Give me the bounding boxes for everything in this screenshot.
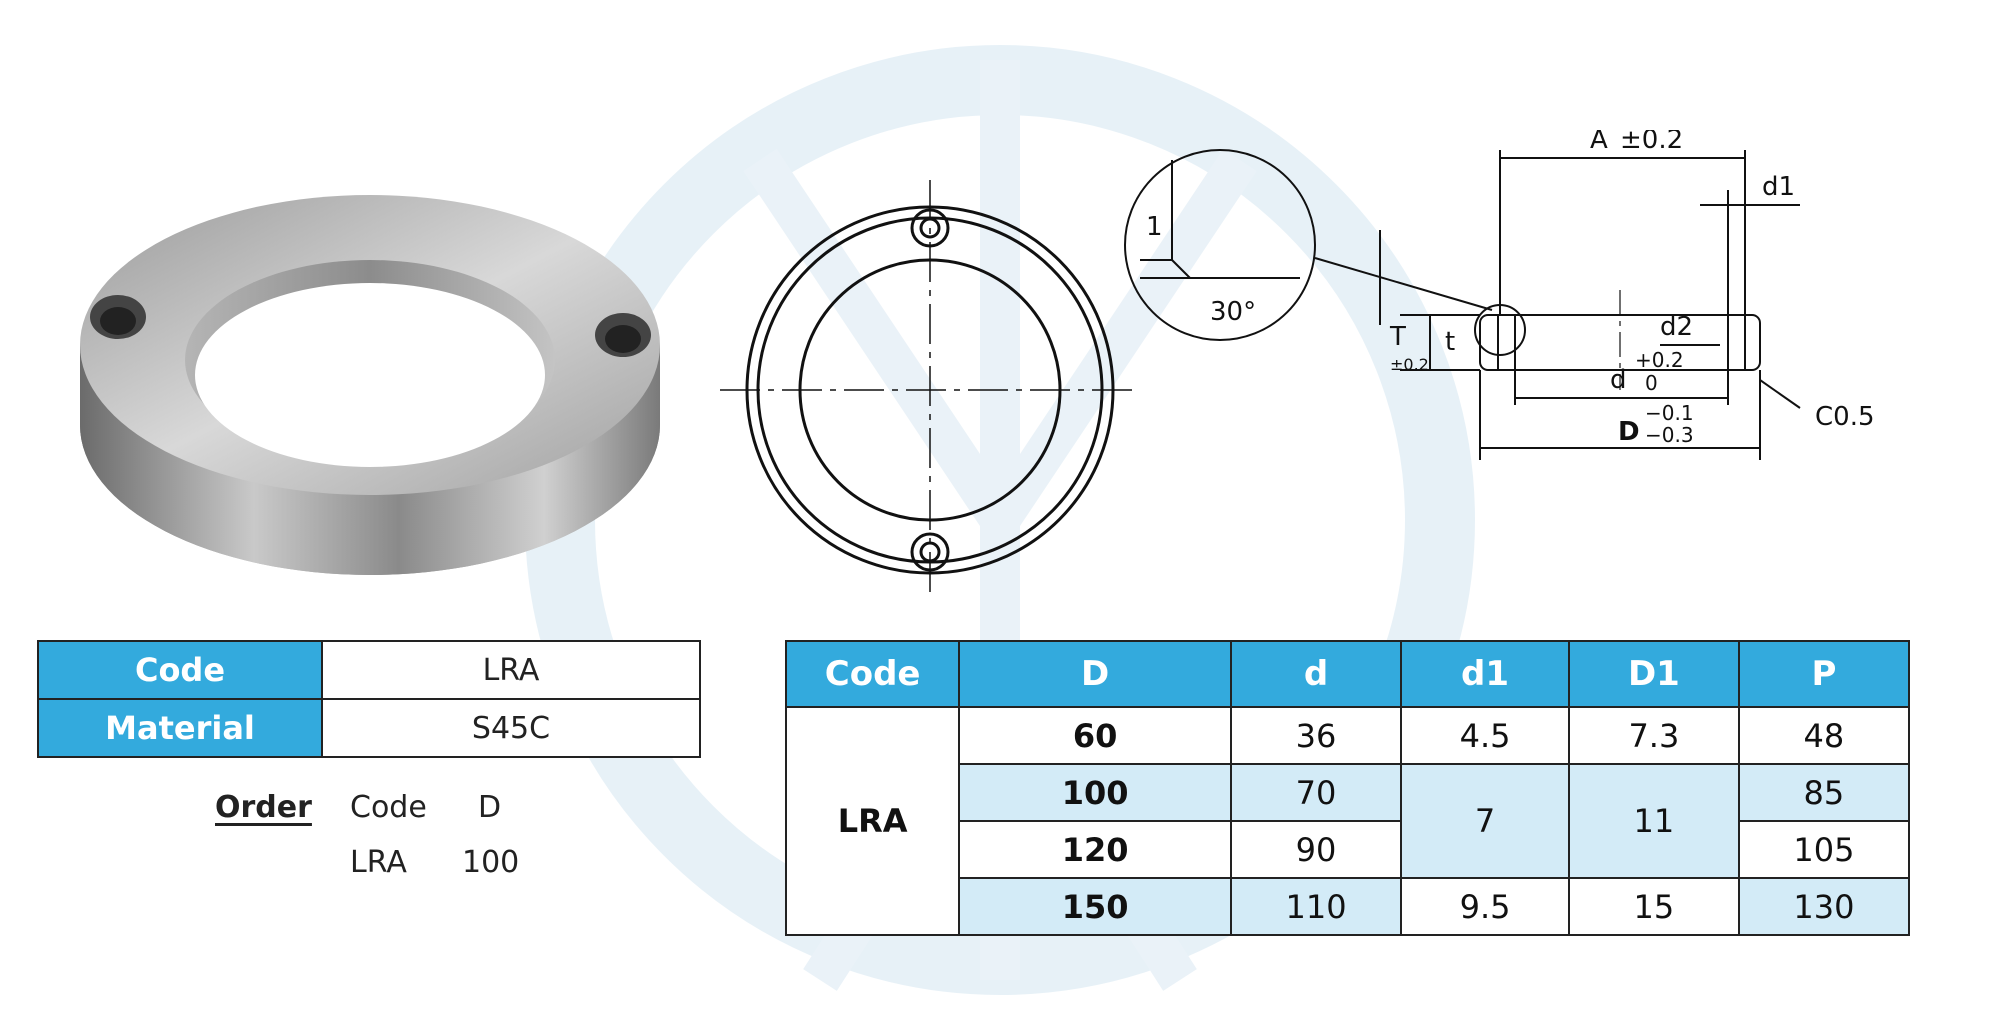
cell-d: 110 <box>1229 877 1403 936</box>
cell-D: 100 <box>958 763 1232 822</box>
dim-d-tol-lower: 0 <box>1645 371 1658 395</box>
th-D1: D1 <box>1567 640 1740 708</box>
order-example-code: LRA <box>350 845 407 880</box>
cell-d: 36 <box>1229 706 1403 765</box>
th-d: d <box>1229 640 1403 708</box>
order-header-code: Code <box>350 790 427 825</box>
dim-D: D <box>1618 417 1640 447</box>
dim-d-tol-upper: +0.2 <box>1635 348 1684 372</box>
cell-P: 130 <box>1737 877 1911 936</box>
th-code: Code <box>784 640 961 708</box>
cell-d1: 4.5 <box>1400 706 1570 765</box>
cell-P: 85 <box>1737 763 1911 822</box>
table-header-row: Code D d d1 D1 P <box>784 640 1911 708</box>
cell-d1: 9.5 <box>1400 877 1570 936</box>
th-D: D <box>958 640 1232 708</box>
dim-T-tol: ±0.2 <box>1390 355 1429 374</box>
detail-1: 1 <box>1146 212 1163 242</box>
cell-D: 60 <box>958 706 1232 765</box>
dimension-table: Code D d d1 D1 P LRA 60 36 4.5 7.3 48 10… <box>784 640 1911 936</box>
spec-material-label: Material <box>37 698 323 758</box>
cell-D1-merged: 11 <box>1567 763 1740 879</box>
section-drawing: A ±0.2 d1 d2 t T ±0.2 d +0.2 0 D −0.1 −0… <box>1124 130 1875 460</box>
cell-P: 105 <box>1737 820 1911 879</box>
dim-d2: d2 <box>1660 312 1693 342</box>
cell-D: 150 <box>958 877 1232 936</box>
dim-d: d <box>1610 365 1627 395</box>
cell-code: LRA <box>784 706 961 936</box>
cell-D1: 15 <box>1567 877 1740 936</box>
cell-d: 70 <box>1229 763 1403 822</box>
cell-D1: 7.3 <box>1567 706 1740 765</box>
spec-code-value: LRA <box>321 640 701 700</box>
cell-P: 48 <box>1737 706 1911 765</box>
cell-D: 120 <box>958 820 1232 879</box>
detail-angle: 30° <box>1210 297 1256 327</box>
cell-d: 90 <box>1229 820 1403 879</box>
dim-D-tol-upper: −0.1 <box>1645 401 1694 425</box>
dim-t: t <box>1445 327 1455 357</box>
dim-A-tol: ±0.2 <box>1620 130 1683 155</box>
spec-material-value: S45C <box>321 698 701 758</box>
th-d1: d1 <box>1400 640 1570 708</box>
spec-row-material: Material S45C <box>37 698 701 758</box>
table-row: LRA 60 36 4.5 7.3 48 <box>784 706 1911 936</box>
spec-table: Code LRA Material S45C <box>37 640 701 758</box>
table-row: 120 90 105 <box>786 820 1911 879</box>
dim-D-tol-lower: −0.3 <box>1645 423 1694 447</box>
table-row: 100 70 7 11 85 <box>786 763 1911 879</box>
dim-d1: d1 <box>1762 172 1795 202</box>
order-label: Order <box>215 790 312 825</box>
order-example-d: 100 <box>462 845 520 880</box>
cell-d1-merged: 7 <box>1400 763 1570 879</box>
product-photo <box>80 195 660 575</box>
front-view-drawing <box>720 180 1140 600</box>
th-P: P <box>1737 640 1911 708</box>
dim-A: A <box>1590 130 1608 155</box>
dim-T: T <box>1389 322 1406 352</box>
spec-row-code: Code LRA <box>37 640 701 700</box>
spec-code-label: Code <box>37 640 323 700</box>
table-row: 150 110 9.5 15 130 <box>786 877 1911 936</box>
order-header-d: D <box>478 790 502 825</box>
dim-C: C0.5 <box>1815 402 1875 432</box>
